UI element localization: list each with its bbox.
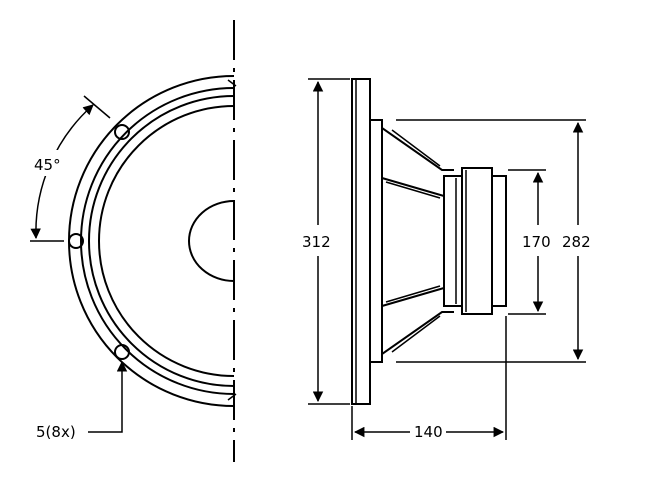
mount-hole-bottom	[114, 344, 130, 360]
front-flange	[351, 78, 371, 405]
depth-label: 140	[414, 423, 443, 441]
mount-hole-top	[114, 124, 130, 140]
surround-arc	[98, 105, 235, 377]
angle-label: 45°	[34, 156, 61, 174]
dust-cap	[188, 200, 235, 282]
outer-diameter-label: 312	[302, 233, 331, 251]
frame-outer-arc	[68, 75, 235, 407]
hole-leader	[88, 360, 128, 433]
frame-ring-arc-2	[88, 95, 235, 387]
cone-diameter-label: 282	[562, 233, 591, 251]
magnet-plate-back	[491, 175, 507, 307]
front-view: 45° 5(8x)	[30, 20, 237, 462]
side-view: 312 282 170 140	[302, 78, 591, 441]
angle-extension-top	[83, 95, 111, 119]
frame-ring-arc-1	[80, 87, 235, 395]
edge-ticks	[227, 79, 237, 401]
magnet-plate-front	[443, 175, 463, 307]
hole-label: 5(8x)	[36, 423, 76, 441]
magnet-diameter-label: 170	[522, 233, 551, 251]
